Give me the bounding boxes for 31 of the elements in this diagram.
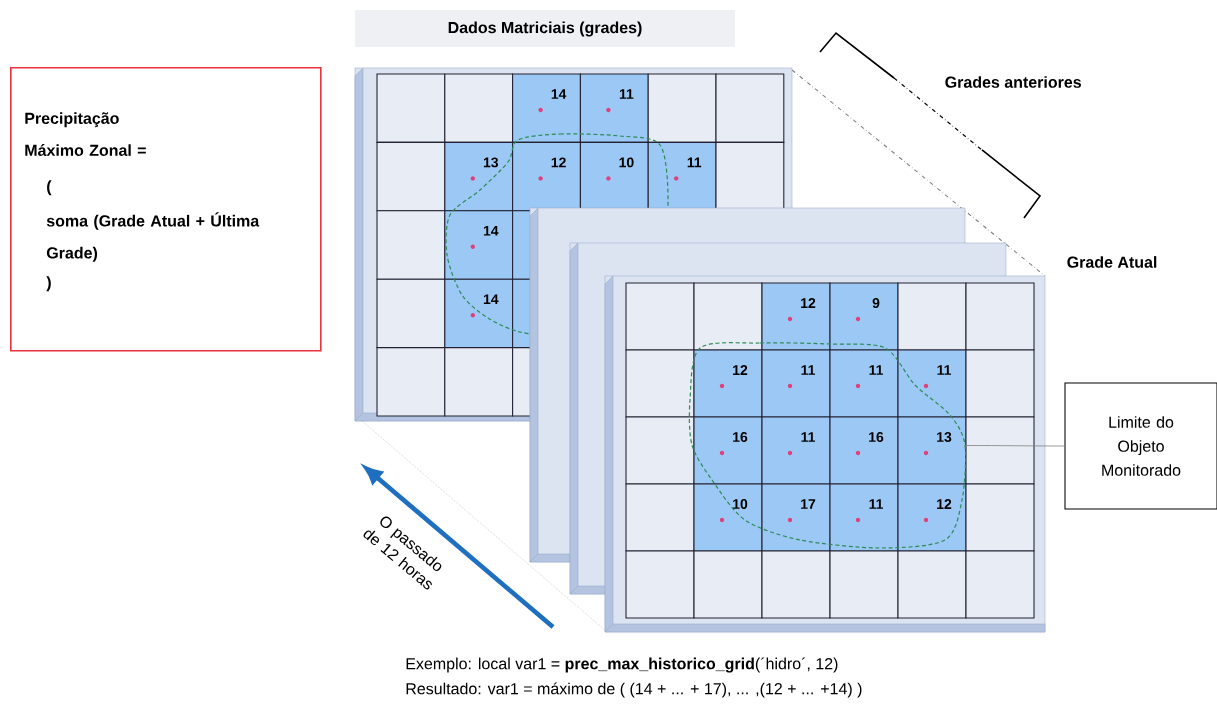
cell-value: 13	[483, 157, 499, 168]
cell-value: 12	[733, 365, 748, 375]
cell-value: 17	[801, 499, 816, 509]
formula-box: Precipitação Máximo Zonal = ( soma (Grade Atual + Última Grade) )	[10, 67, 322, 352]
side-label: Grades anteriores	[945, 76, 1081, 88]
cell-value: 14	[483, 226, 499, 236]
cell-value: 10	[733, 499, 748, 509]
boundary-outline	[688, 342, 967, 549]
cell-value: 11	[619, 89, 634, 99]
cell-value: 14	[483, 294, 499, 304]
cell-value: 12	[801, 298, 816, 308]
cell-value: 9	[872, 298, 880, 308]
cell-value: 11	[869, 365, 883, 375]
cell-value: 12	[937, 499, 952, 509]
leader-line	[964, 445, 1065, 447]
cell-value: 14	[551, 89, 567, 99]
example-text: Exemplo: local var1 = prec_max_historico_grid(´hidro´, 12)	[406, 657, 838, 673]
cell-value: 11	[801, 365, 815, 375]
title: Dados Matriciais (grades)	[355, 10, 735, 47]
example-text: Resultado: var1 = máximo de ( (14 + ... + 17), ... ,(12 + ... +14) )	[406, 682, 862, 698]
cell-value: 11	[801, 432, 815, 442]
cell-value: 11	[687, 157, 702, 168]
cell-value: 11	[937, 365, 951, 375]
cell-value: 16	[869, 432, 884, 442]
cell-value: 16	[733, 432, 748, 442]
cell-value: 10	[619, 157, 634, 168]
cell-value: 13	[937, 432, 952, 442]
side-label: Grade Atual	[1067, 256, 1157, 268]
callout-box: Limite do Objeto Monitorado	[1064, 382, 1217, 510]
cell-value: 11	[869, 499, 883, 509]
cell-value: 12	[551, 157, 566, 168]
